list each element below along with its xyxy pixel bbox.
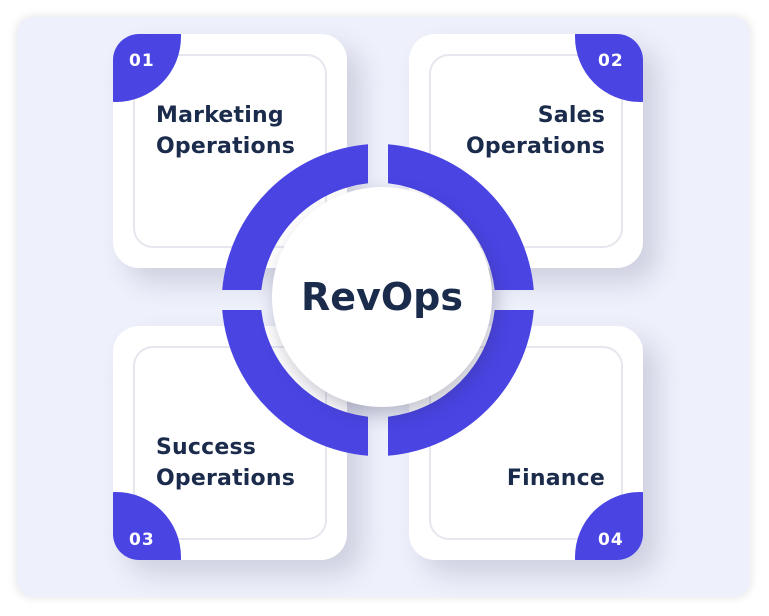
badge-number: 04 <box>598 530 624 550</box>
card-label: Marketing Operations <box>156 100 295 162</box>
card-label-line2: Operations <box>156 134 295 159</box>
card-label-line1: Marketing <box>156 103 284 128</box>
badge-number: 01 <box>129 51 155 71</box>
card-inner-border <box>133 54 327 248</box>
card-label: Success Operations <box>156 432 295 494</box>
card-label: Sales Operations <box>466 100 605 162</box>
quadrant-card-success-operations: 03 Success Operations <box>113 326 347 560</box>
card-inner-border <box>429 54 623 248</box>
card-label-line1: Success <box>156 435 257 460</box>
quadrant-card-marketing-operations: 01 Marketing Operations <box>113 34 347 268</box>
center-title: RevOps <box>301 275 463 319</box>
card-label-line2: Operations <box>156 466 295 491</box>
badge-number: 02 <box>598 51 624 71</box>
badge-number: 03 <box>129 530 155 550</box>
ring-segment-top-left <box>222 144 368 290</box>
card-label-line1: Sales <box>537 103 605 128</box>
card-label-line1: Finance <box>506 466 605 491</box>
ring-segment-bottom-right <box>388 310 534 456</box>
ring-segment-top-right <box>388 144 534 290</box>
ring-segment-bottom-left <box>222 310 368 456</box>
card-label-line2: Operations <box>466 134 605 159</box>
card-label: Finance <box>507 463 605 494</box>
center-hub: RevOps <box>272 187 492 407</box>
